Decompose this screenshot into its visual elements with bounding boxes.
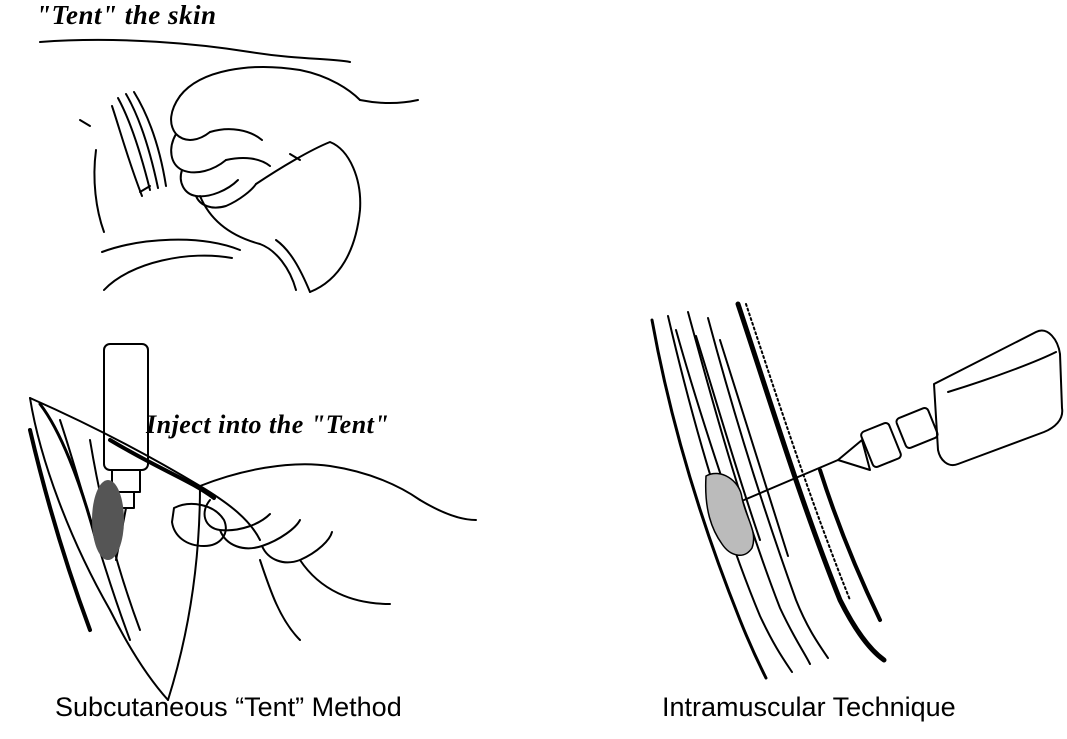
subcutaneous-caption: Subcutaneous “Tent” Method	[55, 692, 402, 723]
syringe-body	[934, 331, 1062, 465]
hand-tenting-skin-drawing	[40, 40, 418, 292]
inject-into-tent-label: Inject into the "Tent"	[146, 410, 389, 440]
tent-the-skin-label: "Tent" the skin	[36, 0, 217, 31]
injection-bleb	[92, 480, 124, 560]
inject-tent-drawing	[30, 344, 476, 700]
intramuscular-drawing	[652, 304, 1062, 678]
intramuscular-caption: Intramuscular Technique	[662, 692, 956, 723]
injection-bolus	[706, 473, 754, 555]
